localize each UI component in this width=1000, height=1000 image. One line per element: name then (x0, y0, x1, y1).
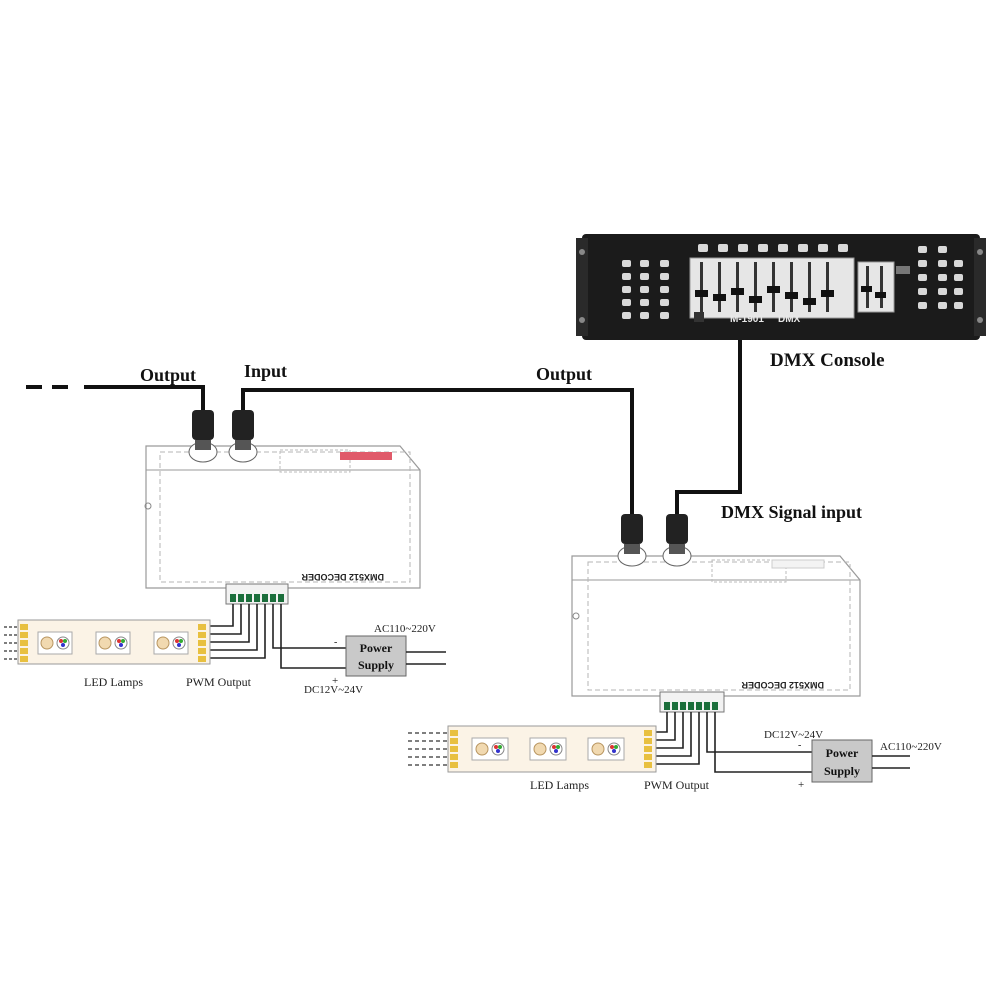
pwm-output-label-left: PWM Output (186, 675, 252, 689)
power-supply-label-line2: Supply (824, 764, 860, 778)
console-logo-icon (694, 312, 704, 322)
console-top-buttons (698, 244, 848, 252)
decoder-right-display (711, 559, 787, 583)
power-supply-label-line2: Supply (358, 658, 394, 672)
minus-terminal-label: - (798, 740, 801, 751)
decoder-left: DMX512 DECODER (4, 410, 446, 696)
mount-hole-icon (572, 612, 580, 620)
dc-output-label-left: DC12V~24V (304, 684, 363, 696)
led-strip-leads (408, 732, 448, 766)
xlr-input-connector-icon (228, 410, 258, 463)
input-label-left: Input (244, 361, 287, 381)
decoder-left-display (279, 449, 351, 473)
pwm-output-label-right: PWM Output (644, 778, 710, 792)
decoder-right-name: DMX512 DECODER (741, 680, 824, 690)
rack-screw-icon (579, 317, 585, 323)
led-chip-icon (153, 631, 189, 655)
led-strip-pads (20, 624, 206, 662)
led-chip-icon (587, 737, 625, 761)
dmx-signal-input-label: DMX Signal input (721, 502, 862, 522)
console-rack-ear-left (576, 238, 588, 336)
dc-output-label-right: DC12V~24V (764, 729, 823, 741)
cable-daisy-chain (241, 388, 634, 520)
output-label-right: Output (536, 364, 592, 384)
decoder-left-name: DMX512 DECODER (301, 572, 384, 582)
rack-screw-icon (977, 249, 983, 255)
console-model-label: M-1901 (730, 314, 764, 325)
decoder-right-indicator (771, 559, 825, 569)
led-chip-icon (95, 631, 131, 655)
led-strip-leads (4, 626, 18, 660)
console-rack-ear-right (974, 238, 986, 336)
dmx-console: M-1901 DMX (576, 234, 986, 340)
console-right-buttons (918, 246, 963, 309)
console-left-buttons (622, 260, 669, 319)
decoder-left-indicator (340, 452, 392, 460)
xlr-output-connector-icon (188, 410, 218, 463)
led-chip-icon (529, 737, 567, 761)
terminal-screws (664, 702, 718, 710)
power-supply-right (811, 739, 873, 783)
rack-screw-icon (579, 249, 585, 255)
cable-console-signal (675, 340, 742, 520)
dmx-cables (26, 340, 742, 520)
minus-terminal-label: - (334, 637, 337, 648)
power-supply-label-line1: Power (826, 746, 859, 760)
led-strip-pads (450, 730, 652, 768)
xlr-input-connector-icon (662, 514, 692, 567)
rack-screw-icon (977, 317, 983, 323)
led-chip-icon (37, 631, 73, 655)
ac-input-label-right: AC110~220V (880, 741, 942, 753)
cable-left-output (84, 385, 205, 410)
console-fader-knobs (695, 286, 834, 305)
led-lamps-label-right: LED Lamps (530, 778, 589, 792)
decoder-left-body (145, 445, 421, 589)
mount-hole-icon (144, 502, 152, 510)
plus-terminal-label: + (798, 779, 804, 791)
console-master-fader-knob (875, 292, 886, 298)
power-supply-left (345, 635, 407, 677)
terminal-screws (230, 594, 284, 602)
decoder-right-body (571, 555, 861, 697)
dmx-console-label: DMX Console (770, 350, 885, 371)
led-chip-icon (471, 737, 509, 761)
ac-input-label-left: AC110~220V (374, 623, 436, 635)
decoder-right: DMX512 DECODER (408, 514, 942, 792)
led-lamps-label-left: LED Lamps (84, 675, 143, 689)
plus-terminal-label: + (332, 675, 338, 687)
console-protocol-label: DMX (778, 314, 801, 325)
console-master-fader-knob (861, 286, 872, 292)
console-display-icon (896, 266, 910, 274)
output-label-left: Output (140, 365, 196, 385)
power-supply-label-line1: Power (360, 641, 393, 655)
xlr-output-connector-icon (617, 514, 647, 567)
